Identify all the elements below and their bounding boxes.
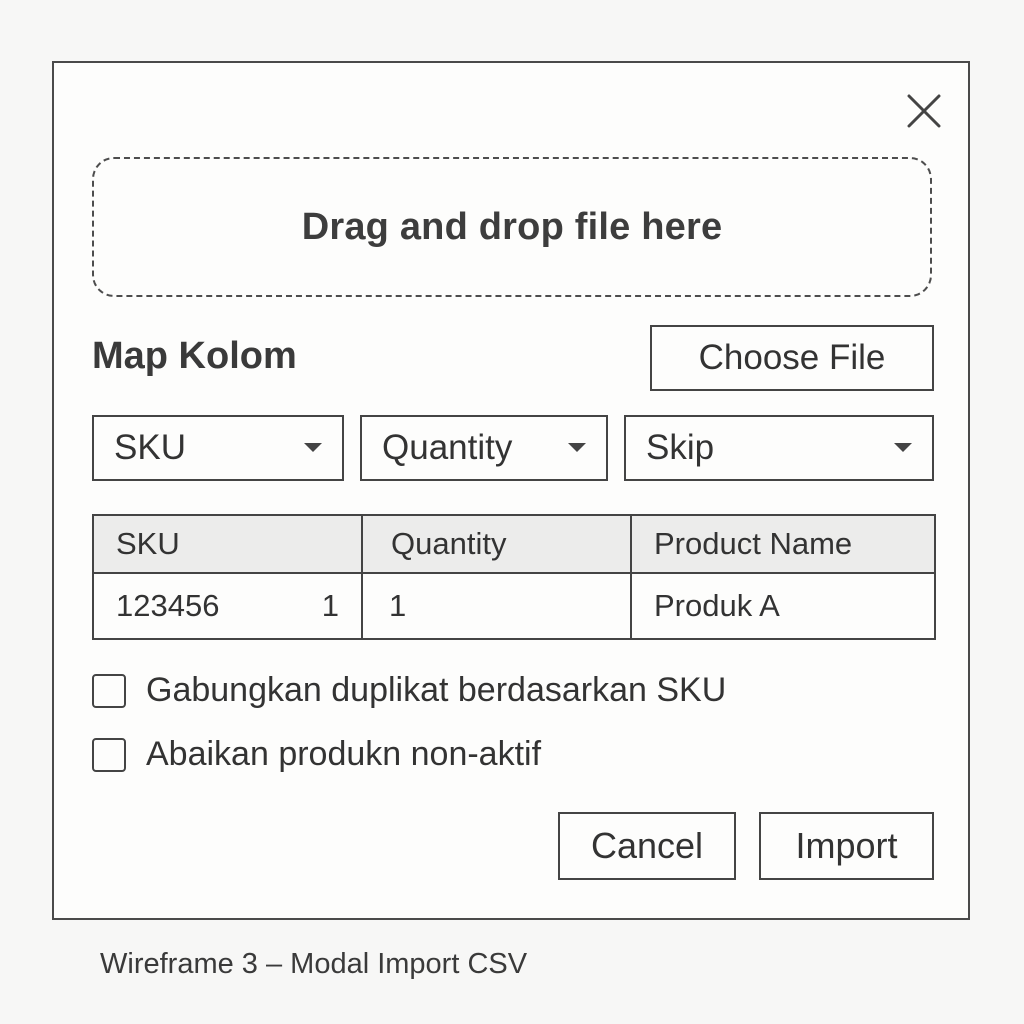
import-csv-modal: Drag and drop file here Map Kolom Choose…: [52, 61, 970, 920]
ignore-inactive-option[interactable]: Abaikan produkn non-aktif: [92, 735, 541, 774]
file-dropzone[interactable]: Drag and drop file here: [92, 157, 932, 297]
chevron-down-icon: [304, 443, 322, 452]
merge-duplicates-checkbox[interactable]: [92, 673, 126, 708]
import-button[interactable]: Import: [759, 812, 934, 880]
dropzone-text: Drag and drop file here: [301, 205, 723, 248]
select-value: Quantity: [382, 428, 513, 467]
ignore-inactive-checkbox[interactable]: [92, 737, 126, 772]
cell-sku-value: 123456: [116, 588, 220, 623]
merge-duplicates-option[interactable]: Gabungkan duplikat berdasarkan SKU: [92, 671, 726, 710]
select-value: SKU: [114, 428, 186, 467]
column-mapping-select-2[interactable]: Quantity: [360, 415, 608, 481]
cancel-button[interactable]: Cancel: [558, 812, 736, 880]
chevron-down-icon: [568, 443, 586, 452]
ignore-inactive-label: Abaikan produkn non-aktif: [146, 735, 542, 773]
column-header-quantity: Quantity: [361, 514, 632, 574]
column-header-sku: SKU: [92, 514, 363, 574]
map-columns-title: Map Kolom: [92, 335, 297, 377]
table-row: 123456 1 1 Produk A: [92, 572, 936, 640]
merge-duplicates-label: Gabungkan duplikat berdasarkan SKU: [146, 671, 727, 709]
column-mapping-select-1[interactable]: SKU: [92, 415, 344, 481]
wireframe-caption: Wireframe 3 – Modal Import CSV: [100, 948, 528, 980]
preview-table: SKU Quantity Product Name 123456 1 1 Pro…: [92, 514, 936, 640]
column-mapping-select-3[interactable]: Skip: [624, 415, 934, 481]
chevron-down-icon: [894, 443, 912, 452]
choose-file-button[interactable]: Choose File: [650, 325, 934, 391]
cell-sku-extra: 1: [321, 588, 339, 623]
cell-sku: 123456 1: [92, 572, 363, 640]
column-header-product-name: Product Name: [630, 514, 936, 574]
table-header-row: SKU Quantity Product Name: [92, 514, 936, 574]
cell-quantity: 1: [361, 572, 632, 640]
close-icon[interactable]: [906, 93, 942, 129]
cell-product-name: Produk A: [630, 572, 936, 640]
select-value: Skip: [646, 428, 715, 467]
